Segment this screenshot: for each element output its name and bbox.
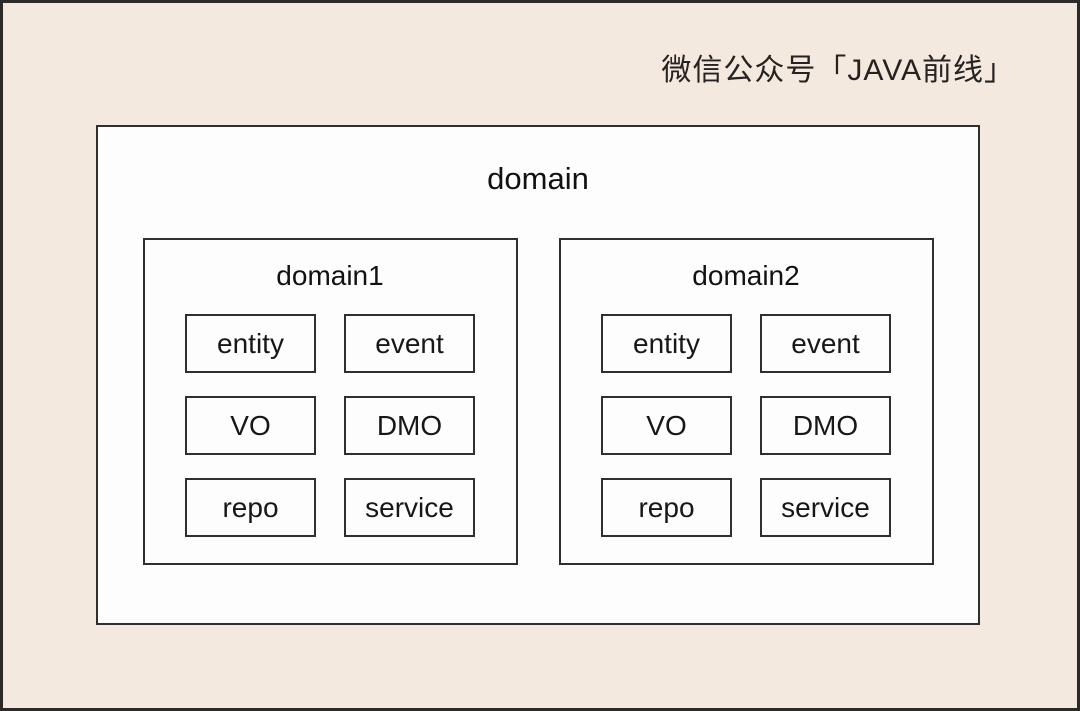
component-box-repo: repo [601,478,732,537]
component-box-repo: repo [185,478,316,537]
component-box-vo: VO [601,396,732,455]
component-box-dmo: DMO [760,396,891,455]
component-grid-domain2: entity event VO DMO repo service [561,314,932,537]
component-box-vo: VO [185,396,316,455]
component-box-dmo: DMO [344,396,475,455]
component-box-entity: entity [185,314,316,373]
component-box-entity: entity [601,314,732,373]
component-box-service: service [344,478,475,537]
watermark-text: 微信公众号「JAVA前线」 [661,54,1015,87]
component-grid-domain1: entity event VO DMO repo service [145,314,516,537]
component-box-event: event [760,314,891,373]
component-box-service: service [760,478,891,537]
domain-title: domain [487,161,589,196]
domain-container-box: domain domain1 entity event VO DMO repo … [96,125,980,625]
subdomain-title-domain2: domain2 [692,260,800,291]
component-box-event: event [344,314,475,373]
subdomain-box-domain2: domain2 entity event VO DMO repo service [558,238,934,565]
subdomain-box-domain1: domain1 entity event VO DMO repo service [142,238,518,565]
subdomain-title-domain1: domain1 [276,260,384,291]
subdomains-row: domain1 entity event VO DMO repo service… [98,238,978,565]
